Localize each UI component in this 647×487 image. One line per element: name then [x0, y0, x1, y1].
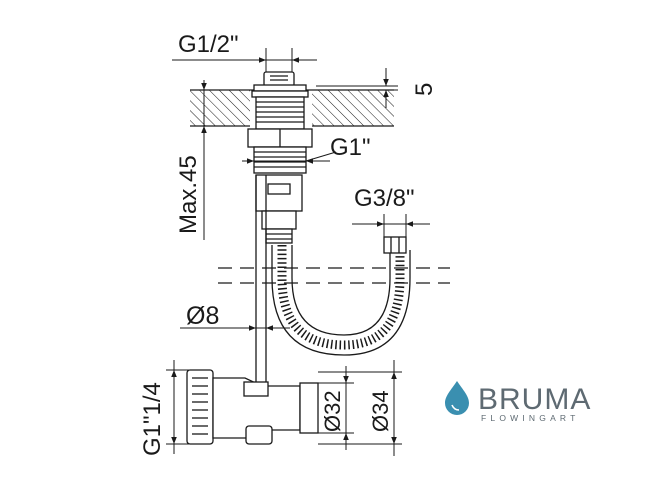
dim-max45 — [196, 80, 216, 240]
label-phi34: Ø34 — [368, 390, 393, 432]
label-g-one: G1" — [330, 134, 371, 161]
label-g-one-quarter: G1"1/4 — [139, 382, 166, 456]
control-cable — [255, 175, 267, 390]
label-g-half: G1/2" — [178, 31, 239, 58]
threaded-body — [247, 96, 313, 174]
label-phi8: Ø8 — [186, 302, 219, 330]
dim-g-one-quarter — [166, 360, 190, 454]
label-five: 5 — [411, 83, 438, 96]
dim-g-half — [172, 48, 317, 72]
reference-dashed-lines — [218, 267, 450, 284]
brand-logo: BRUMA FLOWINGART — [445, 381, 591, 423]
label-g-three-eighths: G3/8" — [354, 185, 415, 212]
brand-tagline: FLOWINGART — [481, 413, 580, 423]
hose-nut — [383, 236, 407, 254]
dim-g-three-eighths — [352, 214, 430, 237]
label-max45: Max.45 — [175, 155, 202, 234]
dim-five — [316, 68, 398, 108]
countertop-section — [190, 89, 394, 127]
label-phi32: Ø32 — [320, 390, 345, 432]
dim-phi34 — [318, 360, 402, 456]
dim-phi32 — [318, 366, 354, 450]
dim-g-one — [242, 151, 337, 164]
popup-button — [251, 71, 309, 98]
water-drop-icon — [445, 381, 469, 415]
waste-body — [186, 369, 319, 445]
flexible-hose — [271, 245, 411, 356]
control-housing — [255, 174, 303, 244]
brand-name: BRUMA — [478, 383, 591, 416]
